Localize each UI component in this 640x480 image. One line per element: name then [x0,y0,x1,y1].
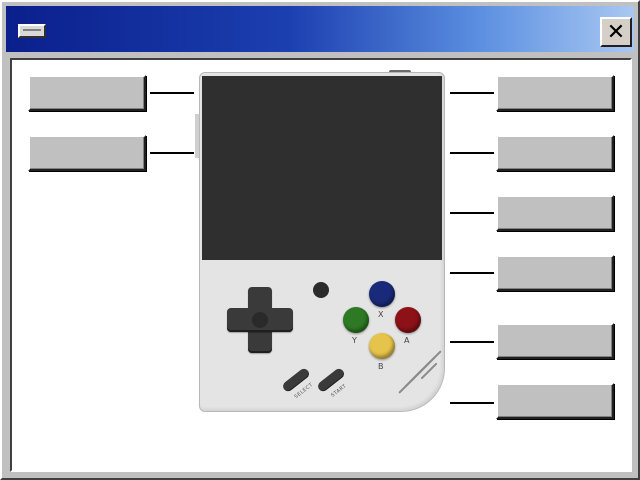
a-button [395,307,421,333]
leader-line [450,341,494,343]
label-slot-right-4[interactable] [496,255,614,291]
b-button-label: B [378,362,384,371]
b-button [369,333,395,359]
label-slot-right-2[interactable] [496,135,614,171]
leader-line [450,92,494,94]
leader-line [450,272,494,274]
label-slot-right-1[interactable] [496,75,614,111]
leader-line [150,92,194,94]
leader-line [450,402,494,404]
y-button-label: Y [352,336,357,345]
leader-line [450,152,494,154]
window-menu-icon[interactable] [18,24,46,38]
x-button [369,281,395,307]
leader-line [450,212,494,214]
home-button [313,282,329,298]
label-slot-left-2[interactable] [28,135,146,171]
label-slot-right-3[interactable] [496,195,614,231]
y-button [343,307,369,333]
label-slot-right-5[interactable] [496,323,614,359]
console-screen [202,76,442,260]
dpad-center [252,312,268,328]
title-bar[interactable]: ✕ [6,6,634,52]
close-button[interactable]: ✕ [600,17,632,47]
a-button-label: A [404,336,410,345]
label-slot-right-6[interactable] [496,383,614,419]
leader-line [150,152,194,154]
side-button [195,114,199,158]
close-icon: ✕ [606,19,626,45]
x-button-label: X [378,310,384,319]
label-slot-left-1[interactable] [28,75,146,111]
